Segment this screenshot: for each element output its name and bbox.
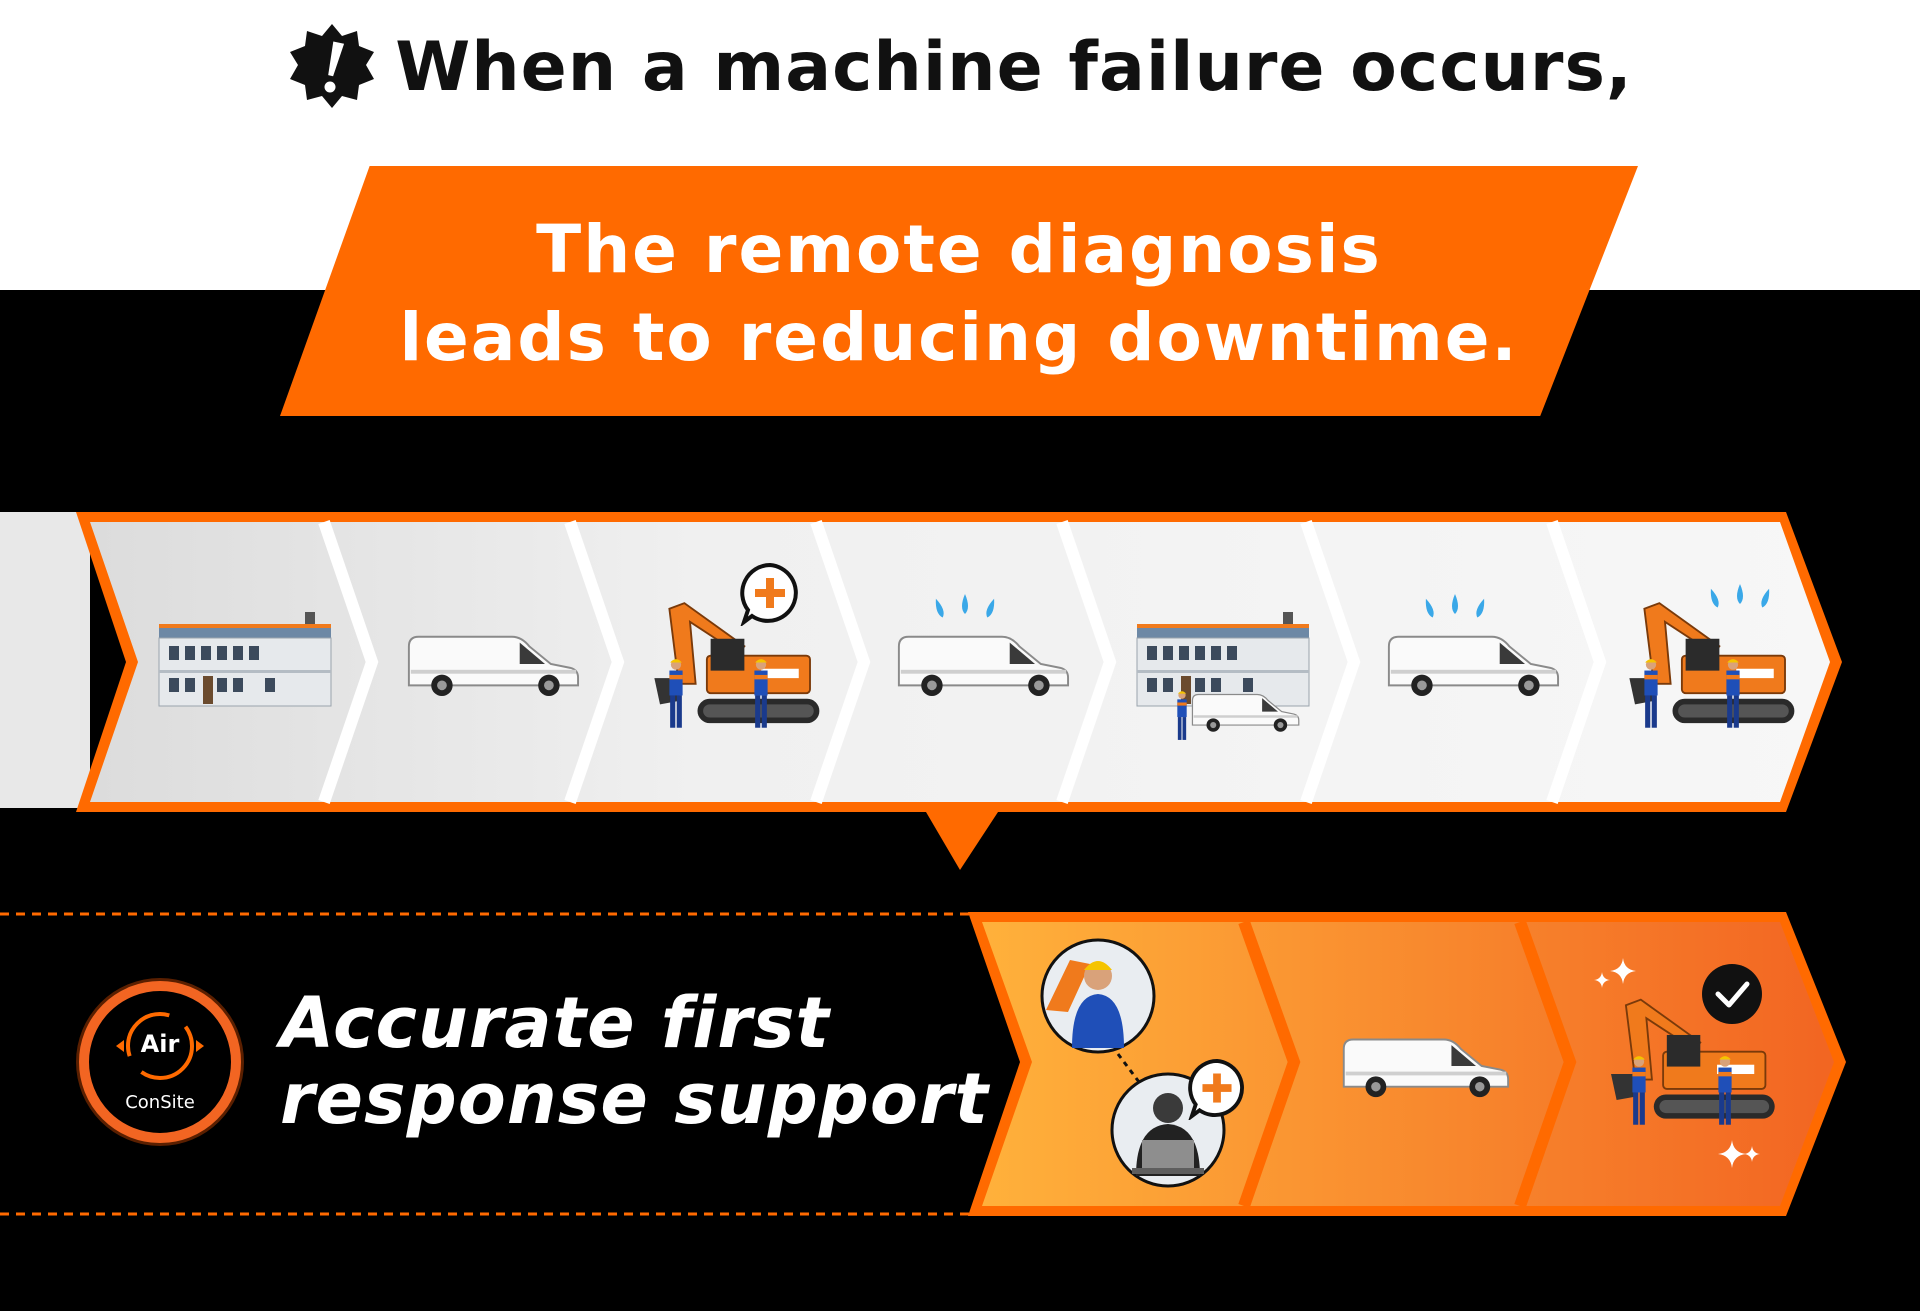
consite-flow-strip <box>968 912 1846 1216</box>
alert-badge-icon <box>290 24 375 108</box>
medical-cross-bubble-icon <box>740 563 798 624</box>
checkmark-bubble-icon <box>1702 964 1762 1024</box>
pointer-triangle <box>926 812 998 870</box>
medical-cross-bubble-icon <box>1188 1058 1244 1119</box>
orange-banner: The remote diagnosis leads to reducing d… <box>280 166 1638 416</box>
tagline-line-1: Accurate first <box>280 982 831 1064</box>
consite-tagline: Accurate first response support <box>280 982 989 1140</box>
headline: When a machine failure occurs, <box>0 22 1920 112</box>
strip-chevron-dividers <box>318 520 1607 804</box>
logo-air-text: Air <box>140 1030 180 1058</box>
logo-consite-text: ConSite <box>125 1092 195 1113</box>
banner-line-1: The remote diagnosis <box>536 211 1382 288</box>
service-office-icon <box>158 611 332 707</box>
banner-line-2: leads to reducing downtime. <box>399 299 1519 376</box>
office-parts-pickup-icon <box>1136 611 1310 707</box>
conventional-flow-strip <box>0 512 1842 812</box>
remote-diagnosis-call-icon <box>1040 938 1226 1188</box>
headline-text: When a machine failure occurs, <box>395 27 1633 107</box>
strip-lead-in <box>0 512 90 808</box>
consite-chevron-dividers <box>1238 919 1577 1208</box>
tagline-line-2: response support <box>280 1058 989 1140</box>
banner-text: The remote diagnosis leads to reducing d… <box>280 206 1638 382</box>
air-consite-logo <box>76 978 244 1146</box>
